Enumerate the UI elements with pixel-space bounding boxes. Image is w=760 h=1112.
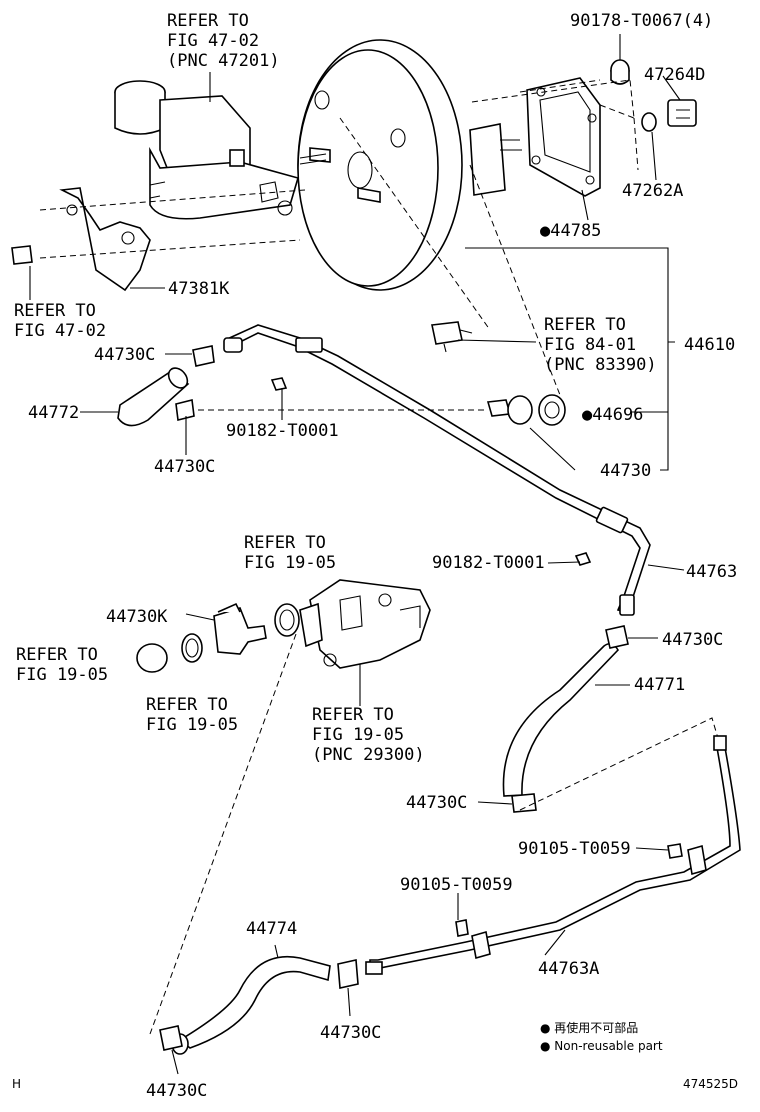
legend-english: ● Non-reusable part [540, 1039, 663, 1053]
vacuum-tube-lower [365, 735, 741, 975]
clevis [667, 99, 697, 127]
hose-middle [502, 642, 620, 797]
svg-text:FIG 19-05: FIG 19-05 [312, 725, 404, 745]
svg-text:FIG 19-05: FIG 19-05 [146, 715, 238, 735]
svg-text:REFER TO: REFER TO [312, 705, 394, 725]
label-44763A: 44763A [538, 959, 599, 979]
label-44785: ●44785 [540, 221, 601, 241]
label-90182-T0001-upper: 90182-T0001 [226, 421, 339, 441]
legend: ● 再使用不可部品 ● Non-reusable part [540, 1020, 663, 1053]
label-44730C-middle: 44730C [406, 793, 467, 813]
label-47381K: 47381K [168, 279, 230, 299]
svg-text:FIG 84-01: FIG 84-01 [544, 335, 636, 355]
svg-text:(PNC 47201): (PNC 47201) [167, 51, 280, 71]
label-ref-vacuum-switch: REFER TO FIG 84-01 (PNC 83390) [544, 315, 657, 375]
svg-text:REFER TO: REFER TO [16, 645, 98, 665]
label-ref-pump-top: REFER TO FIG 19-05 [244, 533, 336, 573]
label-44772: 44772 [28, 403, 79, 423]
vacuum-tube-upper [223, 324, 651, 616]
label-ref-master-cylinder: REFER TO FIG 47-02 (PNC 47201) [167, 11, 280, 71]
label-44730C-bottom: 44730C [320, 1023, 381, 1043]
label-90105-T0059-right: 90105-T0059 [518, 839, 631, 859]
svg-text:FIG 19-05: FIG 19-05 [244, 553, 336, 573]
label-44730K: 44730K [106, 607, 168, 627]
bolt [455, 843, 683, 937]
svg-text:FIG 47-02: FIG 47-02 [167, 31, 259, 51]
master-cylinder [114, 80, 327, 220]
label-47262A: 47262A [622, 181, 683, 201]
label-ref-pump-body: REFER TO FIG 19-05 (PNC 29300) [312, 705, 425, 765]
label-44730: 44730 [600, 461, 651, 481]
svg-text:REFER TO: REFER TO [544, 315, 626, 335]
label-44763: 44763 [686, 562, 737, 582]
footer-left-code: H [12, 1077, 21, 1091]
pump-cap [136, 643, 168, 673]
label-ref-pump-left: REFER TO FIG 19-05 [16, 645, 108, 685]
label-44730C-left: 44730C [154, 457, 215, 477]
label-44696: ●44696 [582, 405, 643, 425]
label-ref-bracket: REFER TO FIG 47-02 [14, 301, 106, 341]
leader-lines [29, 34, 685, 1075]
svg-text:(PNC 29300): (PNC 29300) [312, 745, 425, 765]
hose-clamp [511, 625, 629, 813]
hose-clamp [175, 345, 215, 421]
label-90182-T0001-lower: 90182-T0001 [432, 553, 545, 573]
svg-text:REFER TO: REFER TO [14, 301, 96, 321]
label-47264D: 47264D [644, 65, 705, 85]
svg-text:FIG 47-02: FIG 47-02 [14, 321, 106, 341]
label-44610: 44610 [684, 335, 735, 355]
label-90105-T0059-left: 90105-T0059 [400, 875, 513, 895]
lock-nut [641, 112, 657, 132]
gasket-plate [526, 77, 601, 197]
hose-lower [171, 956, 331, 1055]
nut [610, 59, 630, 85]
legend-japanese: ● 再使用不可部品 [540, 1020, 638, 1035]
brake-booster [297, 39, 522, 291]
hose-fitting [213, 602, 267, 655]
label-44730C-right: 44730C [662, 630, 723, 650]
pump-o-ring [274, 603, 300, 637]
diagram-id: 474525D [683, 1077, 738, 1091]
pump-gasket [181, 633, 203, 663]
label-44771: 44771 [634, 675, 685, 695]
vacuum-pump [299, 579, 431, 669]
hose-clamp [159, 959, 359, 1051]
svg-text:(PNC 83390): (PNC 83390) [544, 355, 657, 375]
bolt [11, 245, 33, 265]
hose-short [117, 367, 190, 427]
label-44774: 44774 [246, 919, 297, 939]
vacuum-switch [431, 321, 473, 353]
svg-text:REFER TO: REFER TO [146, 695, 228, 715]
svg-text:REFER TO: REFER TO [244, 533, 326, 553]
bracket [59, 187, 151, 292]
label-44730C-upper: 44730C [94, 345, 155, 365]
label-ref-pump-gasket: REFER TO FIG 19-05 [146, 695, 238, 735]
label-90178-T0067: 90178-T0067(4) [570, 11, 713, 31]
label-44730C-bottom-left: 44730C [146, 1081, 207, 1101]
check-valve [486, 394, 566, 426]
svg-text:FIG 19-05: FIG 19-05 [16, 665, 108, 685]
svg-text:REFER TO: REFER TO [167, 11, 249, 31]
